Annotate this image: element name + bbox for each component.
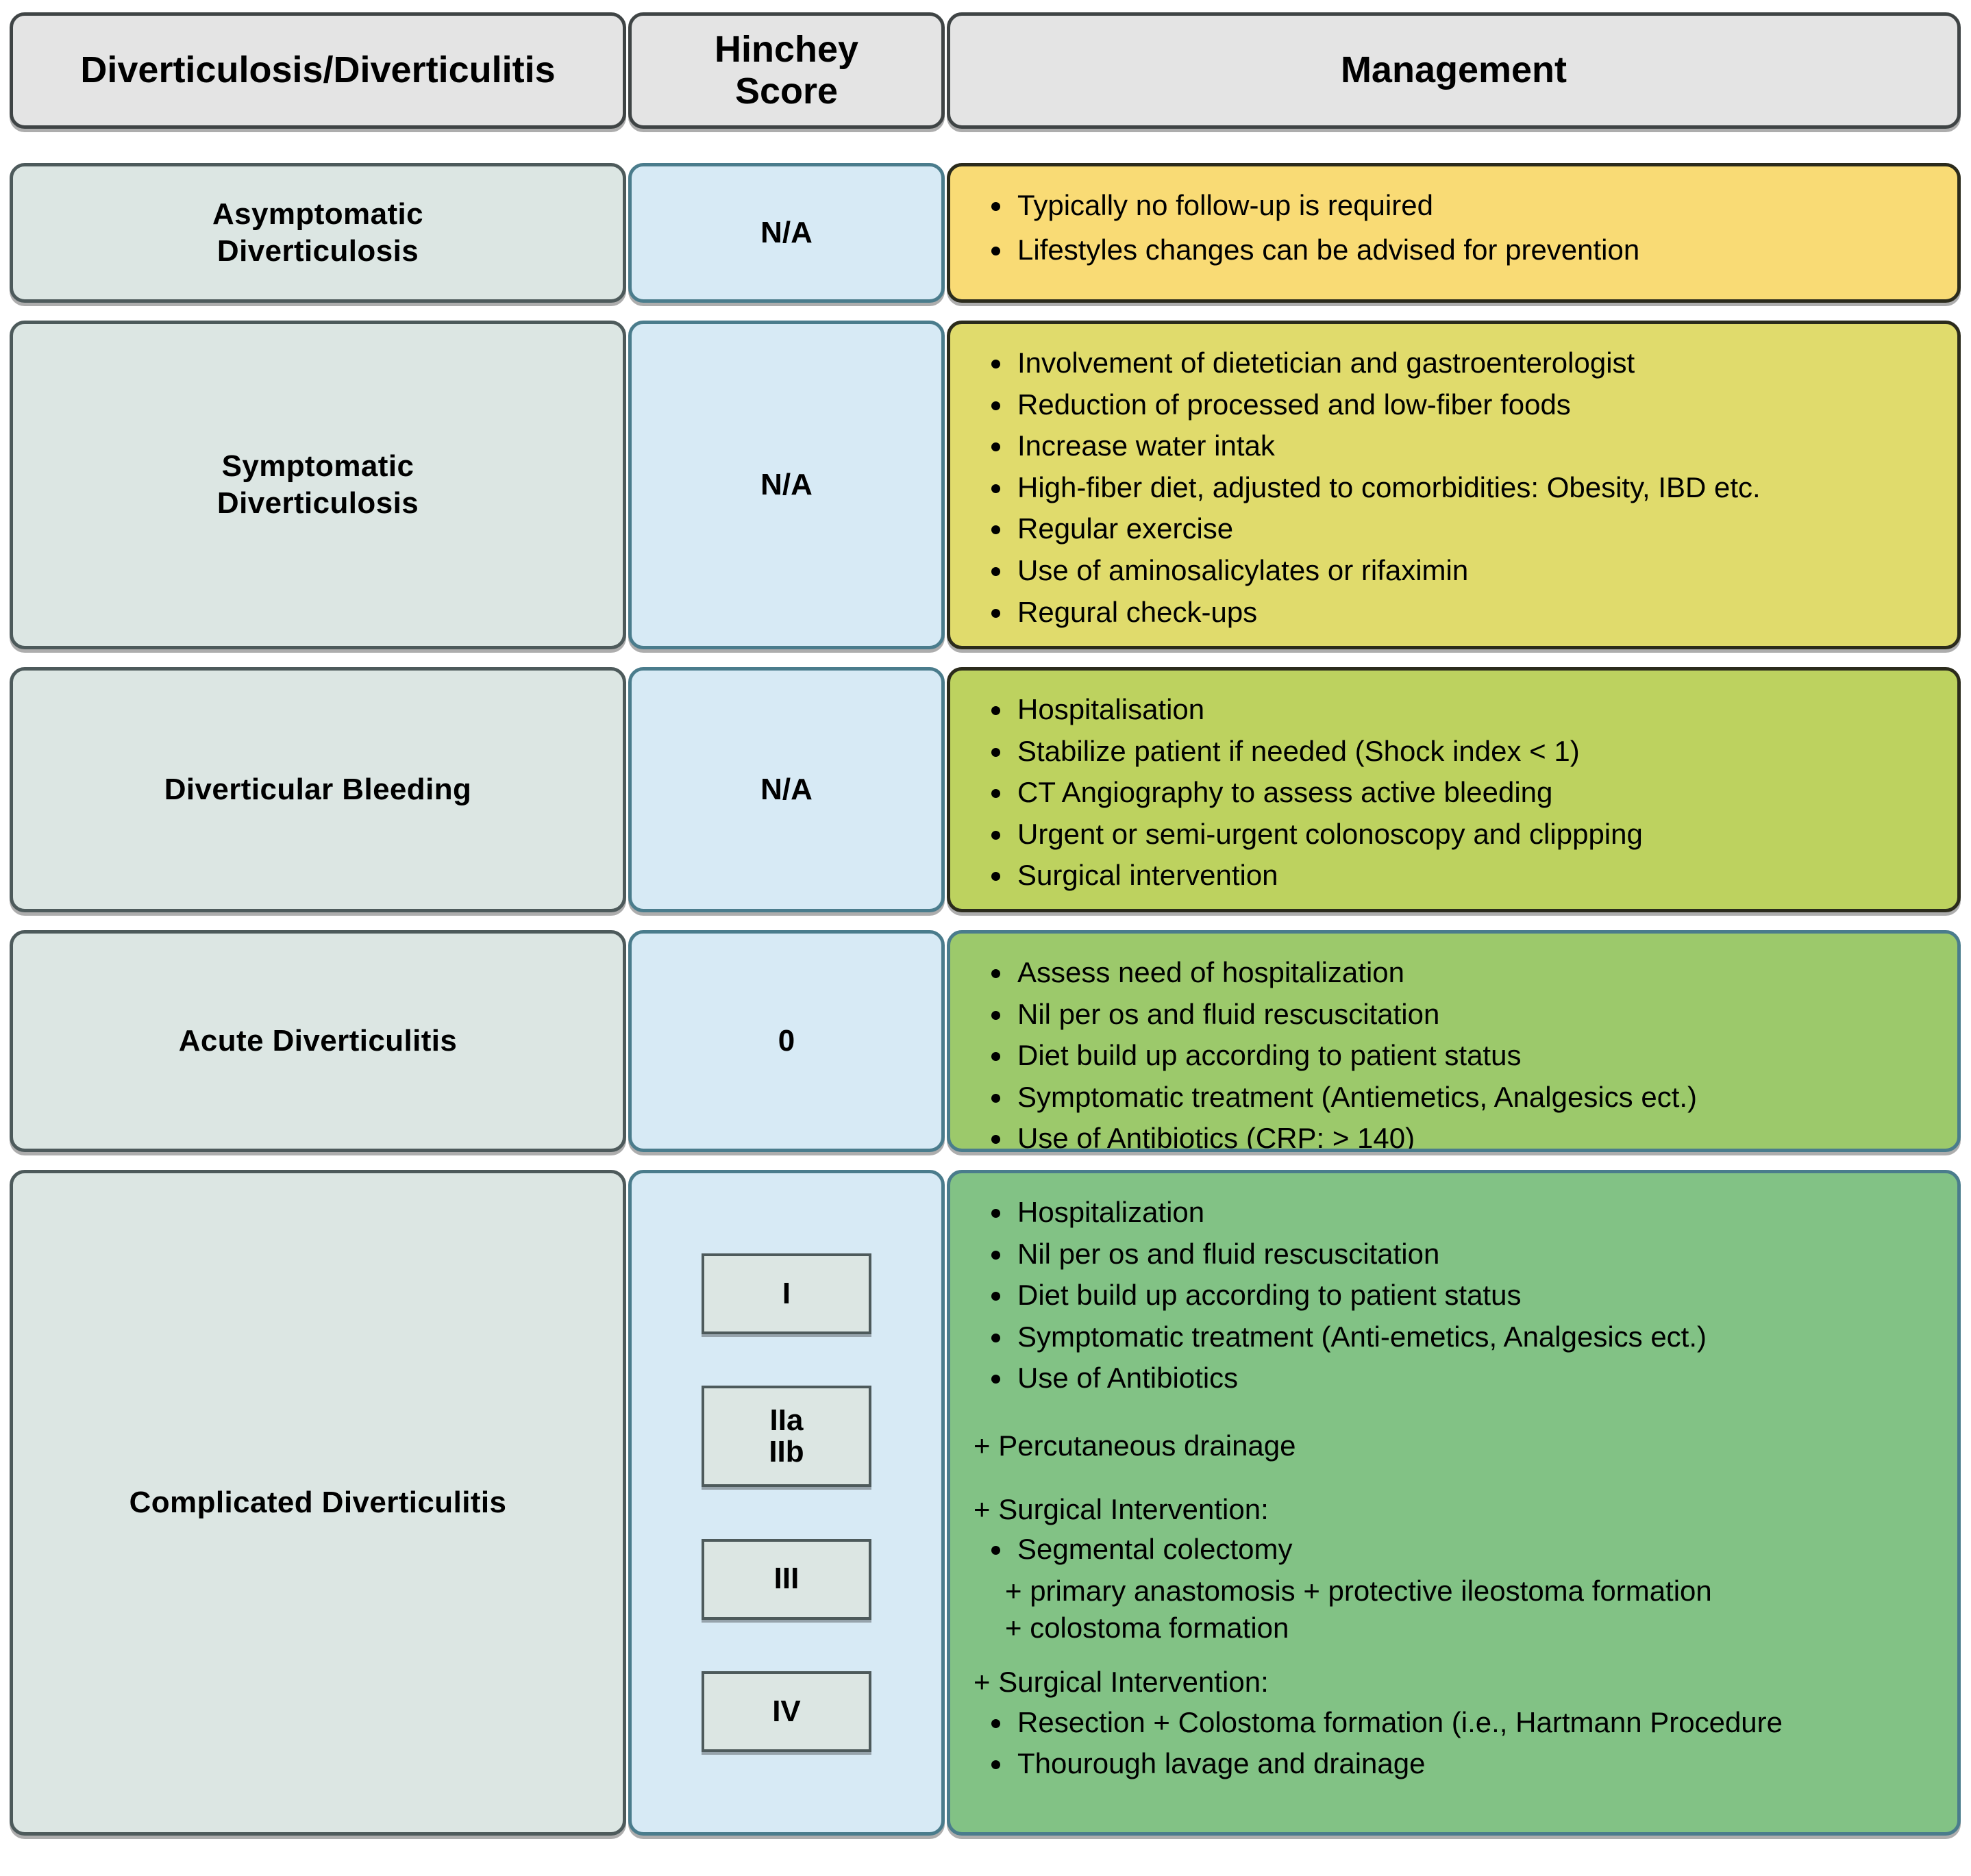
management-cell: Hospitalisation Stabilize patient if nee…	[947, 667, 1961, 912]
list-item: Surgical intervention	[1013, 857, 1934, 895]
hinchey-grade-chip: I	[702, 1253, 871, 1335]
condition-label-line1: Acute Diverticulitis	[178, 1024, 458, 1058]
list-item: Use of aminosalicylates or rifaximin	[1013, 552, 1934, 590]
table-row: Diverticular Bleeding N/A Hospitalisatio…	[10, 667, 1961, 912]
header-hinchey-label: Hinchey Score	[715, 29, 858, 112]
list-item: Diet build up according to patient statu…	[1013, 1037, 1934, 1075]
condition-label-line2: Diverticulosis	[216, 234, 419, 268]
list-item: Diet build up according to patient statu…	[1013, 1277, 1934, 1314]
list-item: Resection + Colostoma formation (i.e., H…	[1013, 1704, 1934, 1742]
table-row: Acute Diverticulitis 0 Assess need of ho…	[10, 930, 1961, 1152]
condition-label-line1: Complicated Diverticulitis	[129, 1486, 507, 1520]
table-row: Asymptomatic Diverticulosis N/A Typicall…	[10, 163, 1961, 303]
hinchey-score-label: N/A	[760, 216, 813, 249]
management-cell: Assess need of hospitalization Nil per o…	[947, 930, 1961, 1152]
hinchey-grade-chip: IIa IIb	[702, 1386, 871, 1488]
header-hinchey: Hinchey Score	[628, 12, 945, 129]
hinchey-grade-label: I	[782, 1277, 791, 1311]
management-list: Involvement of dietetician and gastroent…	[974, 345, 1934, 631]
hinchey-grade-label: IV	[772, 1694, 801, 1728]
condition-cell: Symptomatic Diverticulosis	[10, 321, 626, 649]
list-item: Segmental colectomy	[1013, 1531, 1934, 1568]
hinchey-cell: I IIa IIb III IV	[628, 1170, 945, 1836]
header-row: Diverticulosis/Diverticulitis Hinchey Sc…	[10, 12, 1961, 130]
management-cell: Hospitalization Nil per os and fluid res…	[947, 1170, 1961, 1836]
header-condition-label: Diverticulosis/Diverticulitis	[80, 49, 556, 91]
condition-cell: Diverticular Bleeding	[10, 667, 626, 912]
condition-label-line2: Diverticulosis	[216, 486, 419, 520]
list-item: Involvement of dietetician and gastroent…	[1013, 345, 1934, 382]
list-item: Increase water intak	[1013, 427, 1934, 465]
condition-cell: Acute Diverticulitis	[10, 930, 626, 1152]
list-item: Hospitalisation	[1013, 691, 1934, 729]
hinchey-grade-label: III	[773, 1562, 799, 1596]
list-item: Nil per os and fluid rescuscitation	[1013, 996, 1934, 1034]
header-management: Management	[947, 12, 1961, 129]
header-management-label: Management	[1340, 49, 1567, 91]
hinchey-cell: N/A	[628, 321, 945, 649]
list-item: CT Angiography to assess active bleeding	[1013, 774, 1934, 812]
condition-label-line1: Diverticular Bleeding	[164, 773, 472, 807]
surgical-intervention-header-2: + Surgical Intervention:	[974, 1665, 1269, 1698]
hinchey-grade-label-a: IIa	[769, 1403, 804, 1438]
hinchey-grade-chip: III	[702, 1538, 871, 1620]
spacer	[974, 1647, 1934, 1664]
table-row: Symptomatic Diverticulosis N/A Involveme…	[10, 321, 1961, 649]
table-row: Complicated Diverticulitis I IIa IIb III…	[10, 1170, 1961, 1836]
spacer	[974, 1401, 1934, 1427]
condition-label-line1: Asymptomatic	[212, 197, 423, 232]
percutaneous-drainage-line: + Percutaneous drainage	[974, 1429, 1296, 1462]
surgical-sub-line-2: + colostoma formation	[1005, 1612, 1289, 1644]
hinchey-grade-label-b: IIb	[769, 1435, 804, 1469]
list-item: Nil per os and fluid rescuscitation	[1013, 1236, 1934, 1273]
management-list: Typically no follow-up is required Lifes…	[974, 187, 1934, 268]
list-item: Hospitalization	[1013, 1194, 1934, 1231]
list-item: High-fiber diet, adjusted to comorbiditi…	[1013, 469, 1934, 507]
hinchey-cell: N/A	[628, 163, 945, 303]
list-item: Stabilize patient if needed (Shock index…	[1013, 733, 1934, 771]
header-hinchey-line2: Score	[734, 71, 839, 112]
list-item: Assess need of hospitalization	[1013, 954, 1934, 992]
list-item: Urgent or semi-urgent colonoscopy and cl…	[1013, 816, 1934, 853]
condition-cell: Complicated Diverticulitis	[10, 1170, 626, 1836]
management-list: Hospitalization Nil per os and fluid res…	[974, 1194, 1934, 1397]
condition-cell: Asymptomatic Diverticulosis	[10, 163, 626, 303]
management-cell: Involvement of dietetician and gastroent…	[947, 321, 1961, 649]
hinchey-cell: N/A	[628, 667, 945, 912]
surgical-list-1: Segmental colectomy	[974, 1531, 1934, 1568]
list-item: Symptomatic treatment (Anti-emetics, Ana…	[1013, 1318, 1934, 1356]
hinchey-grade-chip: IV	[702, 1671, 871, 1752]
list-item: Use of Antibiotics (CRP: > 140)	[1013, 1120, 1934, 1149]
list-item: Lifestyles changes can be advised for pr…	[1013, 232, 1934, 269]
hinchey-score-label: 0	[778, 1024, 795, 1058]
management-list: Hospitalisation Stabilize patient if nee…	[974, 691, 1934, 895]
hinchey-score-label: N/A	[760, 773, 813, 806]
surgical-list-2: Resection + Colostoma formation (i.e., H…	[974, 1704, 1934, 1783]
hinchey-score-label: N/A	[760, 468, 813, 501]
surgical-intervention-header-1: + Surgical Intervention:	[974, 1492, 1269, 1525]
list-item: Reduction of processed and low-fiber foo…	[1013, 386, 1934, 424]
surgical-sub-line-1: + primary anastomosis + protective ileos…	[1005, 1574, 1712, 1607]
list-item: Typically no follow-up is required	[1013, 187, 1934, 225]
header-hinchey-line1: Hinchey	[714, 28, 859, 70]
header-condition: Diverticulosis/Diverticulitis	[10, 12, 626, 129]
list-item: Symptomatic treatment (Antiemetics, Anal…	[1013, 1079, 1934, 1116]
management-cell: Typically no follow-up is required Lifes…	[947, 163, 1961, 303]
list-item: Thourough lavage and drainage	[1013, 1745, 1934, 1783]
spacer	[974, 1465, 1934, 1491]
list-item: Use of Antibiotics	[1013, 1360, 1934, 1397]
hinchey-cell: 0	[628, 930, 945, 1152]
list-item: Regural check-ups	[1013, 594, 1934, 631]
management-list: Assess need of hospitalization Nil per o…	[974, 954, 1934, 1149]
list-item: Regular exercise	[1013, 510, 1934, 548]
condition-label-line1: Symptomatic	[221, 449, 414, 484]
